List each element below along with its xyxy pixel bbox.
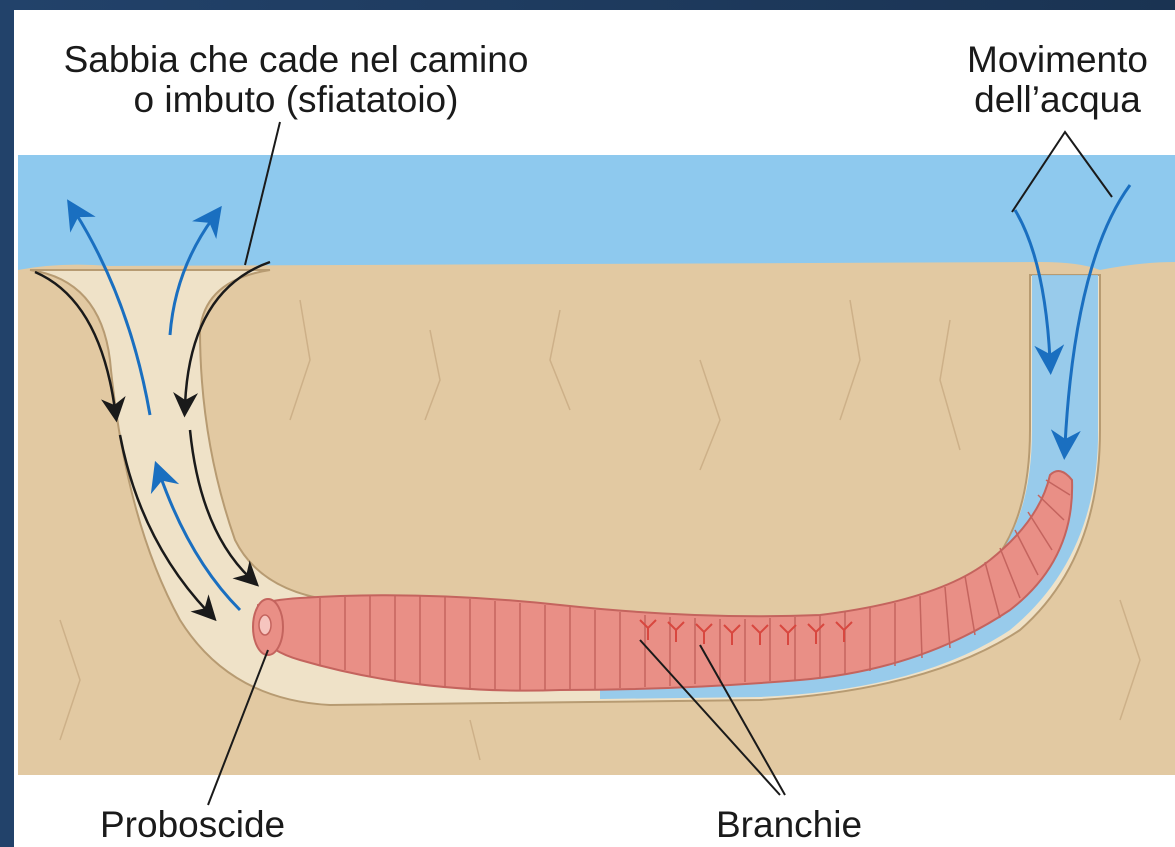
gills-label: Branchie bbox=[716, 805, 862, 845]
sand-funnel-label-line2: o imbuto (sfiatatoio) bbox=[26, 80, 566, 120]
water-movement-label-line1: Movimento bbox=[940, 40, 1175, 80]
proboscis-label: Proboscide bbox=[100, 805, 285, 845]
water-movement-label-line2: dell’acqua bbox=[940, 80, 1175, 120]
sand-funnel-label: Sabbia che cade nel camino o imbuto (sfi… bbox=[26, 40, 566, 120]
water-movement-label: Movimento dell’acqua bbox=[940, 40, 1175, 120]
sand-funnel-label-line1: Sabbia che cade nel camino bbox=[26, 40, 566, 80]
proboscis-mouth bbox=[259, 615, 271, 635]
